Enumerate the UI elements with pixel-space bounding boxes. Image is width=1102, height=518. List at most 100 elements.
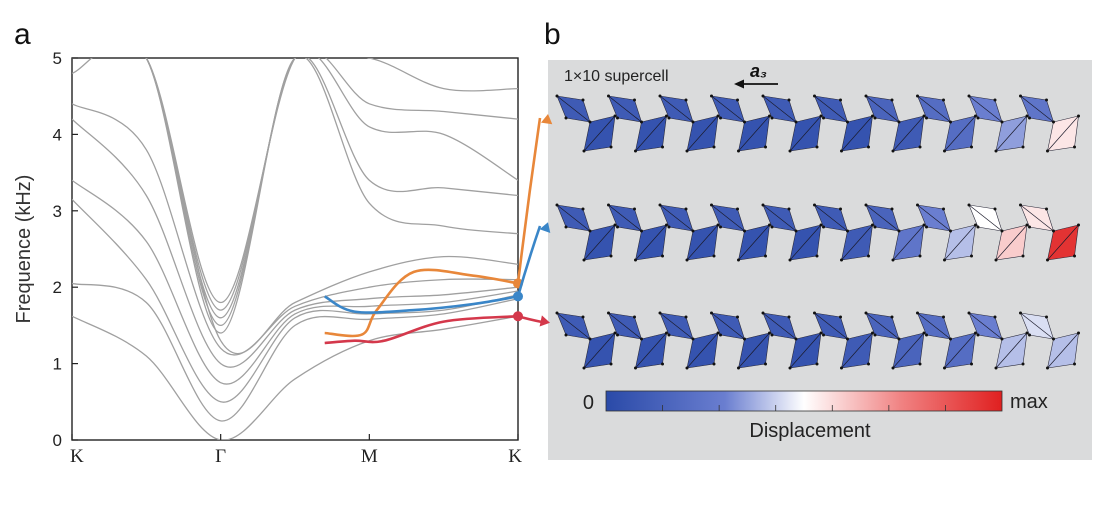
upper-tile-diagonal (1020, 204, 1054, 232)
node (994, 149, 998, 153)
unit-cell (864, 94, 926, 153)
node (716, 331, 720, 335)
node (1025, 223, 1029, 227)
plot-frame (71, 57, 519, 441)
node (822, 225, 825, 229)
node (555, 94, 559, 98)
lower-tile-diagonal (892, 224, 925, 261)
node (768, 331, 771, 335)
node (970, 254, 973, 258)
supercell-label: 1×10 supercell (564, 68, 669, 85)
node (974, 114, 977, 118)
lower-tile-diagonal (1047, 332, 1079, 369)
node (582, 366, 586, 370)
node (665, 114, 668, 118)
node (581, 315, 585, 319)
lower-tile-diagonal (635, 115, 667, 152)
node (1046, 258, 1049, 262)
x-tick-label-0: K (70, 446, 84, 467)
node (770, 333, 774, 337)
node (922, 114, 926, 118)
node (685, 149, 689, 153)
node (661, 362, 664, 366)
lower-tile-diagonal (841, 224, 873, 261)
node (564, 116, 568, 120)
node (918, 145, 922, 149)
node (967, 203, 971, 207)
upper-tile-diagonal (917, 204, 951, 232)
node (1000, 229, 1004, 233)
a3-label: a₃ (750, 61, 767, 81)
node (712, 145, 716, 149)
node (787, 98, 791, 102)
node (840, 366, 843, 370)
edge-mode-2 (324, 314, 519, 345)
node (1021, 254, 1025, 258)
node (1021, 145, 1025, 149)
node (1019, 203, 1022, 207)
node (685, 366, 689, 370)
node (661, 254, 664, 258)
node (949, 229, 952, 233)
node (943, 258, 946, 262)
lower-tile-diagonal (686, 224, 719, 261)
lower-tile-diagonal (995, 224, 1028, 261)
node (616, 333, 619, 337)
node (667, 333, 671, 337)
upper-tile-diagonal (556, 312, 591, 340)
mode-connectors (516, 114, 553, 327)
y-axis-label: Frequence (kHz) (13, 175, 35, 324)
node (716, 114, 720, 118)
upper-tile-diagonal (762, 312, 797, 340)
node (555, 203, 559, 207)
node (1077, 223, 1080, 227)
node (743, 229, 746, 233)
node (976, 333, 980, 337)
node (1028, 116, 1031, 120)
node (970, 145, 973, 149)
node (1025, 331, 1029, 335)
node (716, 223, 720, 227)
node (691, 229, 695, 233)
node (588, 229, 592, 233)
node (607, 311, 610, 315)
unit-cell (607, 94, 668, 153)
upper-tile-diagonal (968, 95, 1003, 123)
node (916, 94, 919, 98)
node (582, 258, 586, 262)
node (815, 254, 819, 258)
node (840, 258, 843, 262)
node (609, 254, 613, 258)
node (710, 94, 713, 98)
node (684, 315, 688, 319)
unit-cell (813, 203, 874, 262)
node (1052, 120, 1055, 124)
upper-tile-diagonal (711, 95, 745, 123)
node (588, 120, 592, 124)
node (846, 229, 849, 233)
unit-cell (864, 311, 926, 370)
node (925, 225, 928, 229)
upper-tile-diagonal (659, 204, 694, 232)
node (640, 120, 643, 124)
node (794, 120, 798, 124)
node (846, 337, 849, 341)
node (633, 98, 636, 102)
node (761, 203, 765, 207)
lower-tile-diagonal (738, 332, 770, 369)
node (942, 207, 945, 211)
node (788, 366, 792, 370)
unit-cell (555, 94, 617, 153)
node (712, 362, 716, 366)
y-tick-label-0: 0 (53, 431, 62, 450)
connector-2 (517, 314, 543, 324)
upper-tile-diagonal (1020, 95, 1054, 123)
node (564, 225, 568, 229)
node (768, 114, 771, 118)
node (788, 149, 792, 153)
node (1000, 337, 1004, 341)
node (613, 331, 617, 335)
node (691, 120, 695, 124)
y-tick-label-5: 5 (53, 49, 62, 68)
unit-cell (658, 311, 720, 370)
